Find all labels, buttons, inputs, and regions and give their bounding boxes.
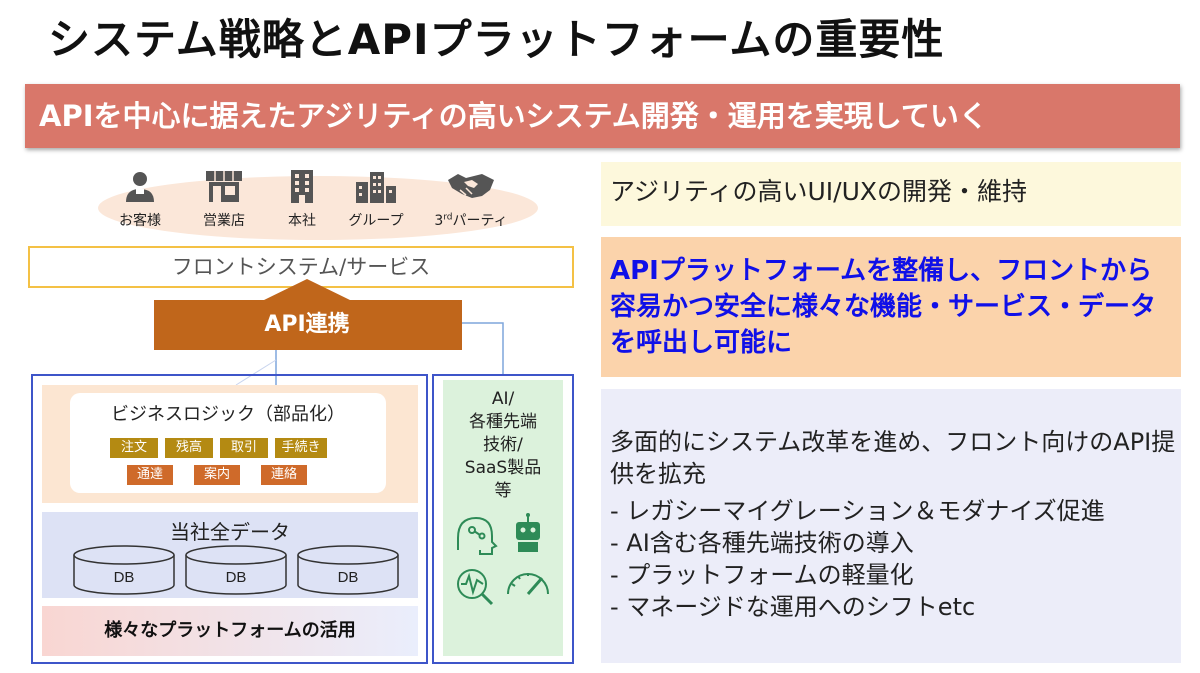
user-store: 営業店	[184, 166, 264, 230]
platform-usage-label: 様々なプラットフォームの活用	[42, 606, 418, 656]
business-logic-title: ビジネスロジック（部品化）	[111, 404, 345, 425]
user-customer: お客様	[100, 166, 180, 230]
list-item: - AI含む各種先端技術の導入	[610, 529, 914, 557]
list-item: - マネージドな運用へのシフトetc	[610, 593, 976, 621]
logic-tag: 残高	[165, 438, 213, 458]
api-link-label: API連携	[264, 312, 350, 337]
logic-tag: 連絡	[261, 465, 307, 485]
company-data-title: 当社全データ	[170, 520, 290, 544]
logic-tag: 注文	[110, 438, 158, 458]
connector-lines	[235, 322, 504, 386]
database-group: DB DB DB	[73, 545, 399, 595]
group-buildings-icon	[336, 166, 416, 206]
user-label: お客様	[119, 213, 161, 229]
api-platform-panel	[601, 237, 1181, 377]
customer-icon	[100, 166, 180, 206]
analytics-search-icon	[457, 569, 494, 606]
user-label: 営業店	[203, 213, 245, 229]
database-icon	[185, 545, 287, 595]
tech-frame	[432, 374, 574, 664]
user-label: 3rdパーティ	[434, 212, 508, 229]
logic-tag: 通達	[127, 465, 173, 485]
handshake-icon	[416, 166, 526, 206]
api-link-arrow	[154, 279, 462, 350]
robot-icon	[516, 513, 540, 552]
headline-banner: APIを中心に据えたアジリティの高いシステム開発・運用を実現していく	[25, 84, 1180, 148]
agility-text: アジリティの高いUI/UXの開発・維持	[610, 177, 1028, 206]
user-label: 本社	[288, 213, 316, 229]
speed-gauge-icon	[507, 573, 549, 595]
tech-text: AI/ 各種先端 技術/ SaaS製品 等	[464, 389, 542, 501]
platform-frame	[31, 374, 428, 664]
system-reform-heading: 多面的にシステム改革を進め、フロント向けのAPI提供を拡充	[610, 428, 1176, 488]
ai-brain-icon	[457, 516, 498, 555]
db-label: DB	[226, 569, 247, 586]
front-system-box: フロントシステム/サービス	[28, 246, 574, 288]
database-icon	[297, 545, 399, 595]
agility-panel	[601, 162, 1181, 226]
api-platform-text: APIプラットフォームを整備し、フロントから容易かつ安全に様々な機能・サービス・…	[610, 256, 1157, 358]
building-icon	[262, 166, 342, 206]
tech-area	[443, 380, 563, 656]
system-reform-list: - レガシーマイグレーション＆モダナイズ促進 - AI含む各種先端技術の導入 -…	[610, 495, 1105, 623]
tech-icons	[457, 513, 549, 606]
page-title: システム戦略とAPIプラットフォームの重要性	[48, 15, 945, 64]
db-label: DB	[338, 569, 359, 586]
list-item: - プラットフォームの軽量化	[610, 561, 914, 589]
db-label: DB	[114, 569, 135, 586]
list-item: - レガシーマイグレーション＆モダナイズ促進	[610, 497, 1105, 525]
user-third-party: 3rdパーティ	[416, 166, 526, 230]
logic-tag: 手続き	[275, 438, 327, 458]
user-group: グループ	[336, 166, 416, 230]
database-icon	[73, 545, 175, 595]
user-headquarters: 本社	[262, 166, 342, 230]
system-reform-panel	[601, 389, 1181, 663]
user-label: グループ	[348, 213, 404, 229]
logic-tag: 取引	[220, 438, 268, 458]
store-icon	[184, 166, 264, 206]
logic-tag: 案内	[194, 465, 240, 485]
